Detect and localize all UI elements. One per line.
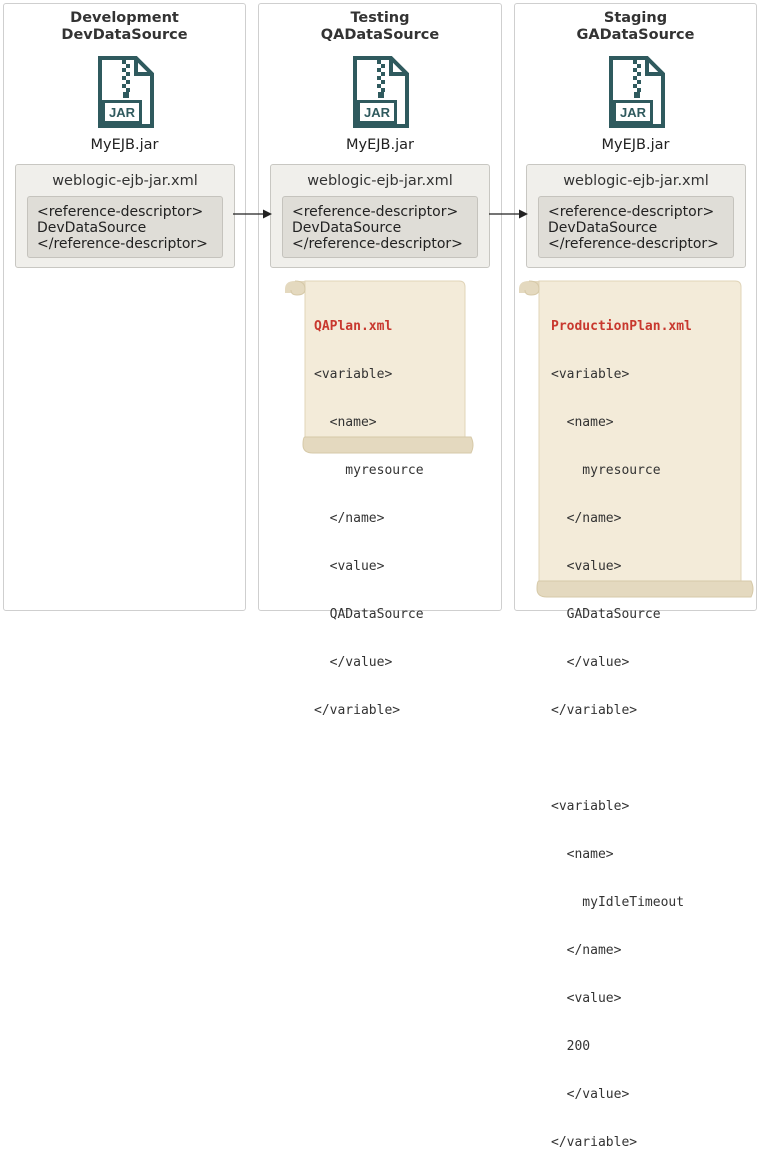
deployment-plan-text: ProductionPlan.xml <variable> <name> myr… [551, 287, 692, 1167]
jar-label: MyEJB.jar [346, 137, 414, 153]
arrow-dev-to-testing [233, 209, 272, 219]
plan-line: </variable> [314, 703, 401, 718]
jar-icon-text: JAR [620, 105, 647, 120]
reference-descriptor-box: <reference-descriptor> DevDataSource </r… [27, 196, 223, 258]
reference-descriptor-box: <reference-descriptor> DevDataSource </r… [538, 196, 734, 258]
plan-line: </name> [314, 511, 385, 526]
datasource-name: DevDataSource [61, 27, 188, 43]
plan-line: <variable> [314, 367, 393, 382]
plan-line: </variable> [551, 1135, 638, 1150]
deployment-plan-scroll [285, 280, 474, 454]
jar-icon-text: JAR [109, 105, 136, 120]
plan-line: myresource [314, 463, 424, 478]
plan-line: <name> [314, 415, 377, 430]
jar-file-icon: JAR [607, 56, 667, 128]
environment-name: Testing [350, 10, 410, 26]
plan-line [551, 751, 692, 767]
datasource-name: QADataSource [320, 27, 440, 43]
column-title: Testing QADataSource [259, 10, 501, 44]
column-title: Development DevDataSource [4, 10, 245, 44]
ref-line: <reference-descriptor> [292, 204, 459, 220]
xml-descriptor-title: weblogic-ejb-jar.xml [563, 173, 709, 189]
ref-line: DevDataSource [37, 220, 147, 236]
ref-line: </reference-descriptor> [292, 236, 463, 252]
plan-line: </value> [314, 655, 393, 670]
arrow-testing-to-staging [489, 209, 528, 219]
reference-descriptor-box: <reference-descriptor> DevDataSource </r… [282, 196, 478, 258]
datasource-name: GADataSource [576, 27, 695, 43]
plan-filename: QAPlan.xml [314, 319, 393, 334]
plan-line: QADataSource [314, 607, 424, 622]
plan-line: myIdleTimeout [551, 895, 685, 910]
deployment-plan-text: QAPlan.xml <variable> <name> myresource … [314, 287, 424, 735]
jar-label: MyEJB.jar [90, 137, 159, 153]
plan-line: <name> [551, 415, 614, 430]
xml-descriptor-box: weblogic-ejb-jar.xml <reference-descript… [270, 164, 490, 268]
plan-line: GADataSource [551, 607, 661, 622]
column-development: Development DevDataSource JAR MyEJB.jar … [3, 3, 246, 611]
column-title: Staging GADataSource [515, 10, 756, 44]
plan-line: </name> [551, 511, 622, 526]
ref-line: DevDataSource [292, 220, 402, 236]
plan-line: </value> [551, 1087, 630, 1102]
xml-descriptor-title: weblogic-ejb-jar.xml [52, 173, 198, 189]
plan-line: <variable> [551, 799, 630, 814]
ref-line: <reference-descriptor> [37, 204, 204, 220]
ref-line: </reference-descriptor> [548, 236, 719, 252]
xml-descriptor-title: weblogic-ejb-jar.xml [307, 173, 453, 189]
jar-icon-text: JAR [364, 105, 391, 120]
jar-file-icon: JAR [96, 56, 156, 128]
jar-label: MyEJB.jar [601, 137, 670, 153]
environment-name: Development [70, 10, 179, 26]
plan-line: <variable> [551, 367, 630, 382]
plan-line: </variable> [551, 703, 638, 718]
plan-line: 200 [551, 1039, 591, 1054]
jar-file-icon: JAR [351, 56, 411, 128]
xml-descriptor-box: weblogic-ejb-jar.xml <reference-descript… [526, 164, 746, 268]
ref-line: </reference-descriptor> [37, 236, 208, 252]
ref-line: <reference-descriptor> [548, 204, 715, 220]
plan-line: <value> [551, 991, 622, 1006]
plan-line: <name> [551, 847, 614, 862]
plan-line: </value> [551, 655, 630, 670]
xml-descriptor-box: weblogic-ejb-jar.xml <reference-descript… [15, 164, 235, 268]
plan-line: <value> [314, 559, 385, 574]
plan-filename: ProductionPlan.xml [551, 319, 692, 334]
ref-line: DevDataSource [548, 220, 658, 236]
deployment-plan-scroll [519, 280, 754, 598]
plan-line: myresource [551, 463, 661, 478]
plan-line: </name> [551, 943, 622, 958]
environment-name: Staging [603, 10, 668, 26]
plan-line: <value> [551, 559, 622, 574]
